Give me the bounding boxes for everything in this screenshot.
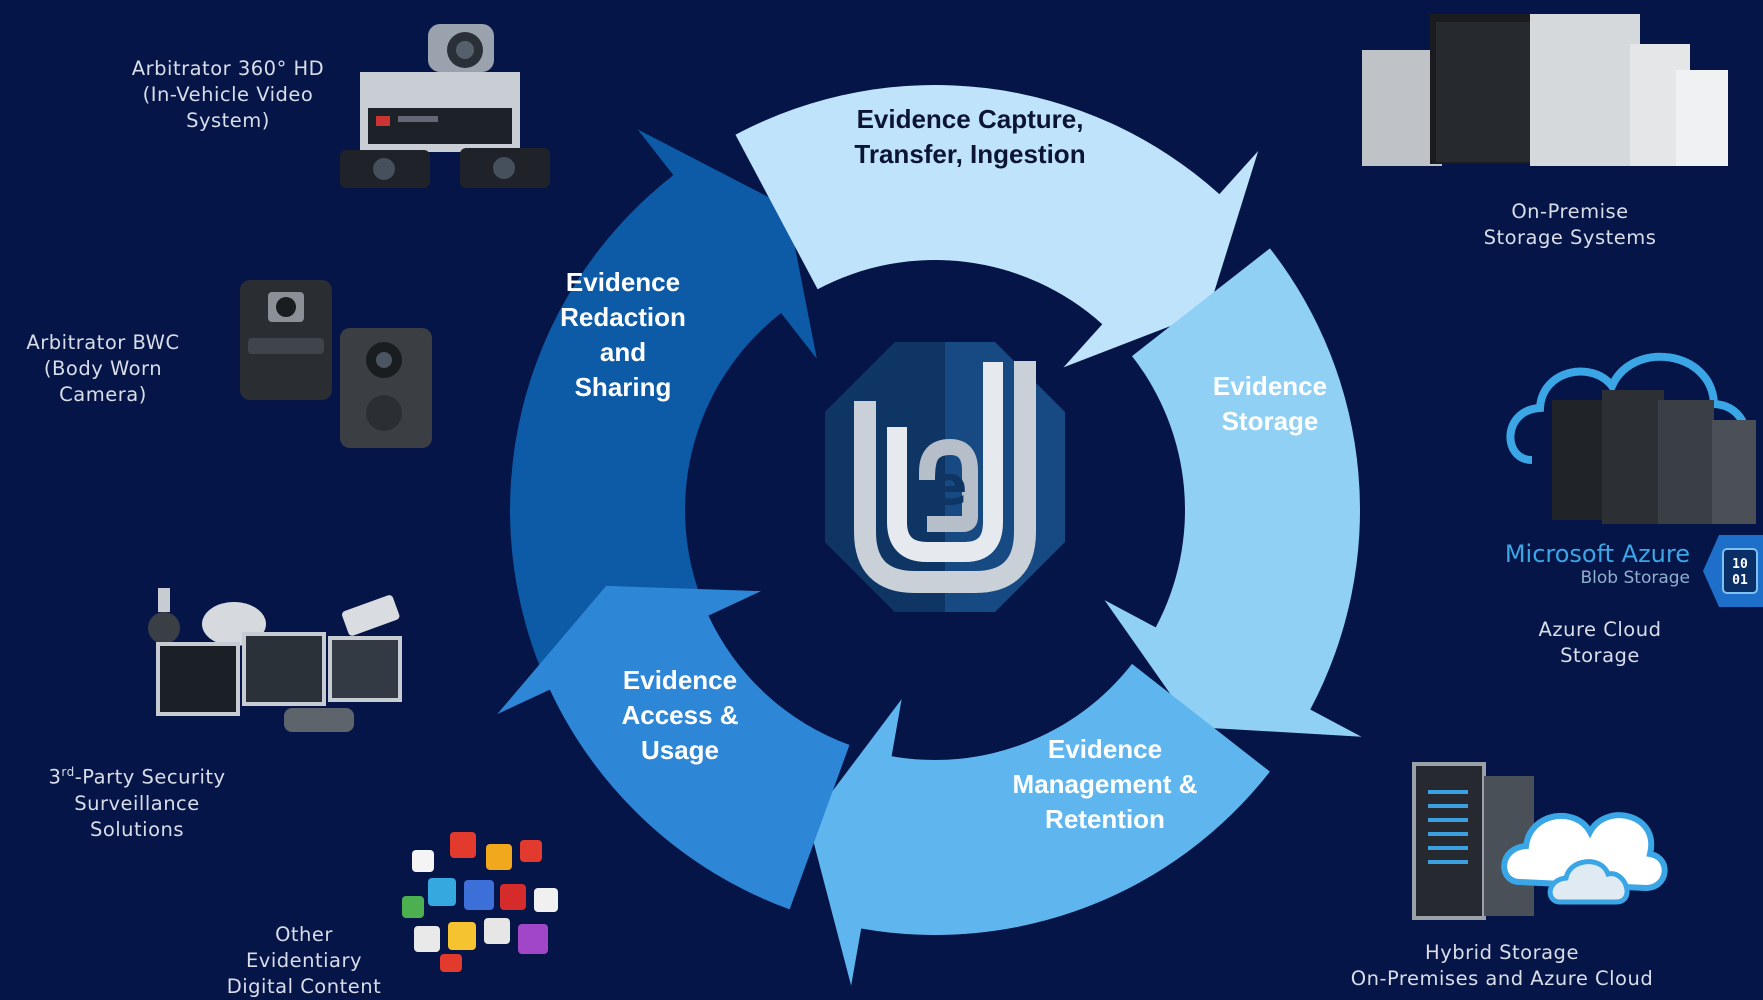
- stage-label-redaction: Evidence Redaction and Sharing: [560, 267, 686, 402]
- on-premise-label: On-Premise Storage Systems: [1483, 200, 1657, 249]
- cycle-arrow-access: [497, 585, 850, 910]
- surveillance-system-icon: [148, 588, 402, 732]
- cycle-arrow-redaction: [510, 129, 817, 690]
- azure-brand-text: Microsoft Azure: [1504, 540, 1690, 568]
- cycle-arrow-management: [808, 663, 1270, 986]
- body-worn-camera-icon: [240, 280, 432, 448]
- azure-cloud-servers-icon: [1506, 352, 1756, 524]
- stage-label-access: Evidence Access & Usage: [621, 665, 739, 765]
- svg-text:01: 01: [1732, 573, 1748, 588]
- third-party-label: 3rd-Party Security Surveillance Solution…: [24, 733, 250, 843]
- hybrid-storage-icon: [1412, 762, 1668, 920]
- stage-label-management: Evidence Management & Retention: [1012, 734, 1198, 834]
- hybrid-label: Hybrid Storage On-Premises and Azure Clo…: [1350, 941, 1654, 990]
- badge-bits: 10: [1732, 557, 1748, 572]
- third-party-ordinal: rd: [61, 765, 75, 779]
- arbitrator-360-label: Arbitrator 360° HD (In-Vehicle Video Sys…: [131, 57, 325, 132]
- blob-storage-badge-icon: 10 01: [1703, 535, 1763, 607]
- azure-cloud-label: Azure Cloud Storage: [1538, 618, 1662, 667]
- ed-logo-icon: e: [825, 342, 1065, 612]
- digital-content-icons: [402, 832, 558, 972]
- logo-letter: e: [931, 454, 968, 517]
- azure-product-text: Blob Storage: [1580, 568, 1691, 588]
- in-vehicle-camera-icon: [340, 24, 550, 188]
- cycle-arrow-capture: [735, 85, 1259, 368]
- azure-blob-brand: Microsoft Azure Blob Storage: [1470, 540, 1690, 588]
- stage-label-capture: Evidence Capture, Transfer, Ingestion: [854, 104, 1086, 169]
- cycle-arrow-storage: [1104, 248, 1362, 737]
- other-content-label: Other Evidentiary Digital Content: [226, 923, 382, 998]
- arbitrator-bwc-label: Arbitrator BWC (Body Worn Camera): [26, 331, 180, 406]
- on-premise-servers-icon: [1362, 14, 1728, 166]
- stage-label-storage: Evidence Storage: [1212, 371, 1328, 436]
- third-party-number: 3: [48, 765, 62, 789]
- third-party-text: -Party Security Surveillance Solutions: [74, 765, 226, 841]
